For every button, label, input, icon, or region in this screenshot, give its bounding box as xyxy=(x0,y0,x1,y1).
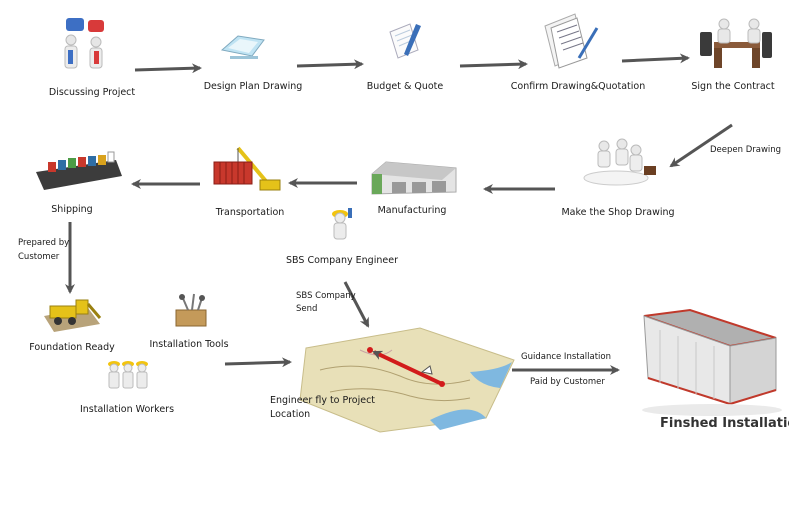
arrow-confirm-to-sign xyxy=(621,53,690,64)
foundation-ready-icon xyxy=(44,299,102,332)
sbs-engineer-icon xyxy=(332,208,352,240)
confirm-drawing-icon xyxy=(544,13,599,69)
step-discussing-project: Discussing Project xyxy=(48,87,136,98)
arrow-tools-to-map xyxy=(224,357,292,368)
arrow-discuss-to-design xyxy=(134,63,202,74)
budget-quote-icon xyxy=(389,23,421,59)
step-foundation-ready: Foundation Ready xyxy=(29,342,115,353)
arrow-label-sbs-send-line1: SBS Company xyxy=(296,291,356,301)
arrow-label-paid-by-customer: Paid by Customer xyxy=(530,377,605,387)
step-engineer-fly-line2: Location xyxy=(270,409,311,420)
step-finished-installation: Finshed Installation xyxy=(660,416,789,431)
shipping-icon xyxy=(36,151,122,190)
installation-workers-icon xyxy=(108,361,148,389)
step-installation-tools: Installation Tools xyxy=(149,339,229,350)
transportation-icon xyxy=(213,146,281,191)
discussing-project-icon xyxy=(64,18,104,69)
shop-drawing-icon xyxy=(583,138,656,186)
step-sign-contract: Sign the Contract xyxy=(691,81,775,92)
arrow-budget-to-confirm xyxy=(459,59,528,70)
step-design-plan-drawing: Design Plan Drawing xyxy=(203,81,303,92)
arrow-label-prepared-by-line2: Customer xyxy=(18,252,60,262)
step-shop-drawing: Make the Shop Drawing xyxy=(561,207,675,218)
step-budget-quote: Budget & Quote xyxy=(366,81,444,92)
installation-tools-icon xyxy=(175,293,207,327)
arrow-design-to-budget xyxy=(296,59,364,70)
design-plan-drawing-icon xyxy=(220,35,265,59)
step-shipping: Shipping xyxy=(51,204,93,215)
step-installation-workers: Installation Workers xyxy=(79,404,175,415)
step-manufacturing: Manufacturing xyxy=(377,205,447,216)
arrow-label-deepen-drawing: Deepen Drawing xyxy=(710,145,782,155)
sign-contract-icon xyxy=(700,18,772,68)
manufacturing-icon xyxy=(371,161,457,195)
arrow-label-guidance-installation: Guidance Installation xyxy=(521,352,612,362)
finished-building-icon xyxy=(642,308,782,416)
step-sbs-engineer: SBS Company Engineer xyxy=(286,255,398,266)
step-engineer-fly-line1: Engineer fly to Project xyxy=(270,395,376,406)
arrow-label-sbs-send-line2: Send xyxy=(296,304,318,314)
map-icon xyxy=(299,327,515,433)
arrow-engineer-to-map xyxy=(343,281,370,328)
flight-route xyxy=(372,350,443,386)
arrow-label-prepared-by-line1: Prepared by xyxy=(18,238,70,248)
step-transportation: Transportation xyxy=(215,207,285,218)
step-confirm-drawing: Confirm Drawing&Quotation xyxy=(510,81,646,92)
arrow-sign-to-shop xyxy=(669,123,733,168)
flow-arrows xyxy=(65,53,733,375)
